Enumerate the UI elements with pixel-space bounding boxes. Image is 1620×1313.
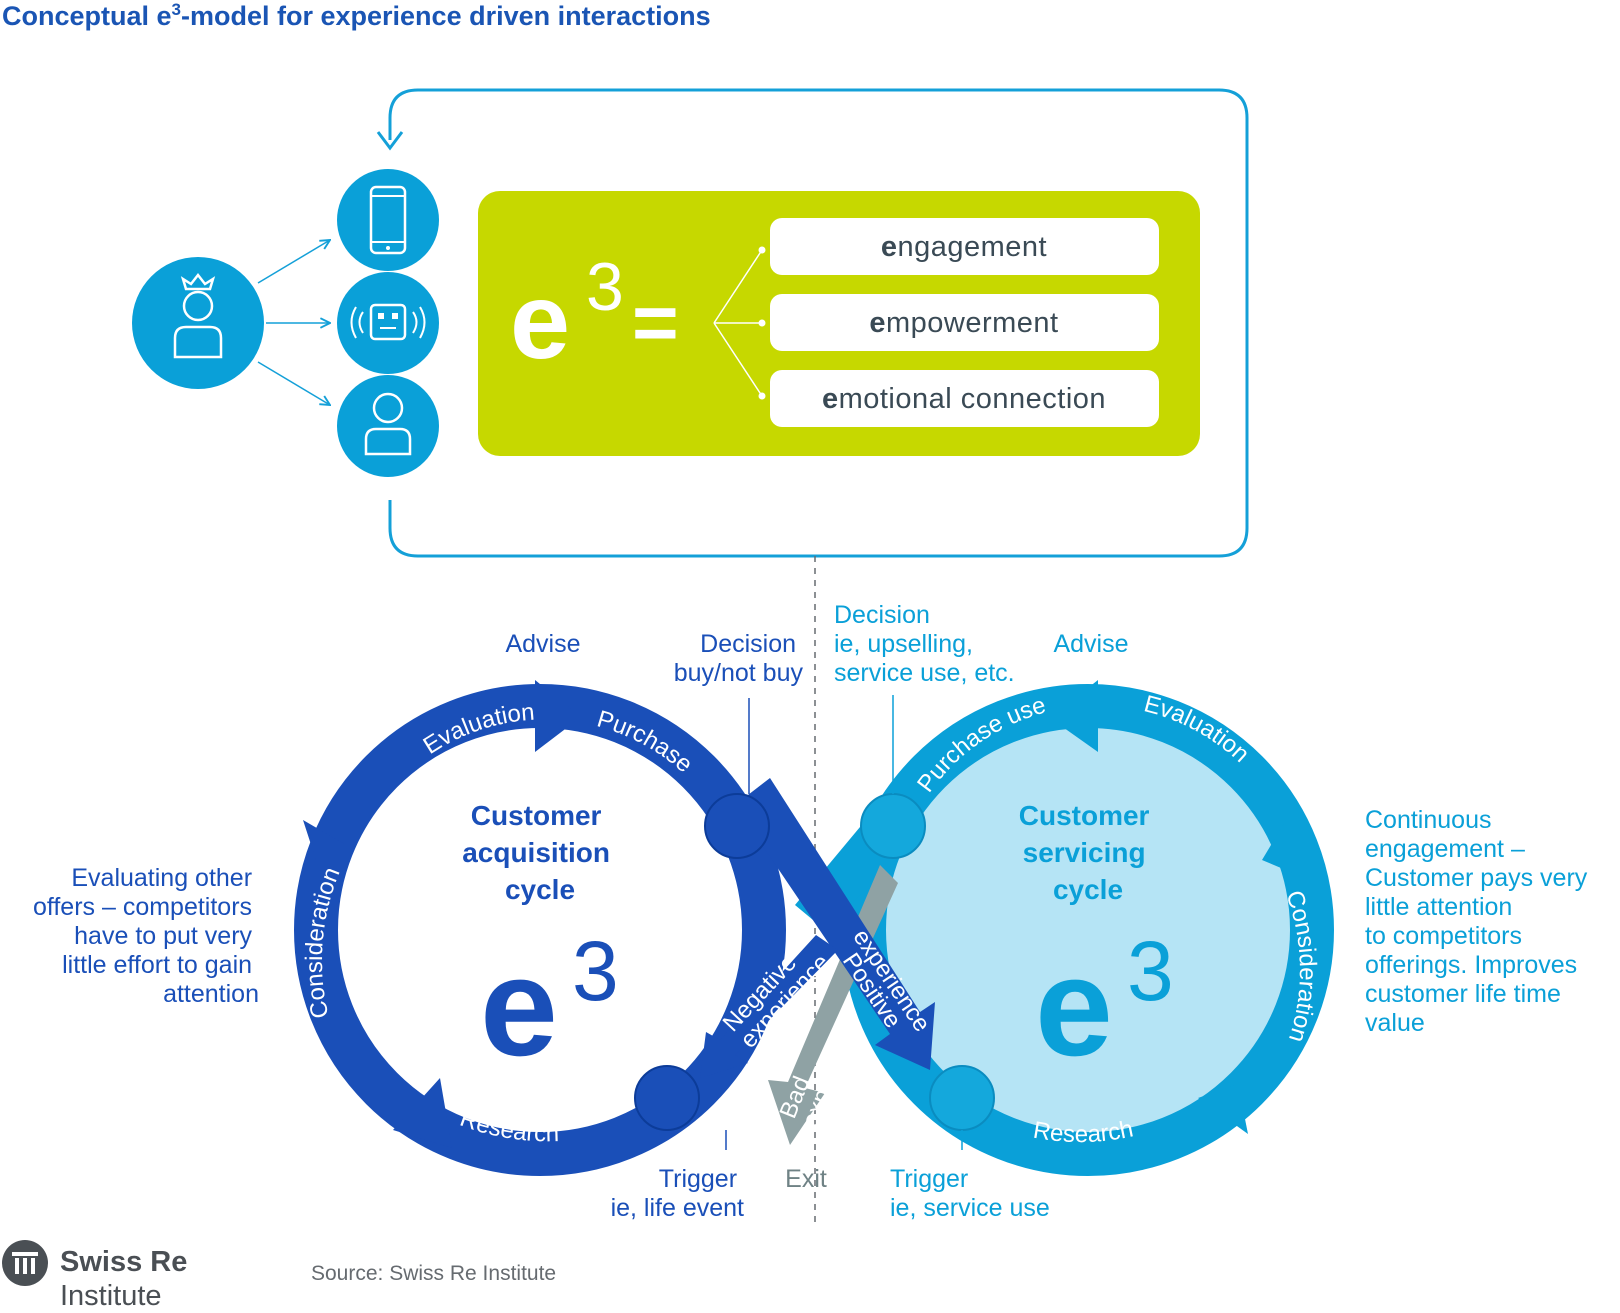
connector-to-smartphone bbox=[257, 240, 330, 284]
king-customer-icon bbox=[132, 257, 264, 389]
brand-subtitle: Institute bbox=[60, 1280, 162, 1312]
e3-box-equals: = bbox=[632, 278, 679, 367]
feedback-loop-frame bbox=[388, 88, 1249, 558]
acquisition-cycle-title: Customer acquisition cycle bbox=[462, 800, 618, 905]
swiss-re-logo-icon bbox=[2, 1240, 48, 1286]
acquisition-note: Evaluating other offers – competitors ha… bbox=[33, 864, 259, 1008]
servicing-e3-exponent: 3 bbox=[1127, 924, 1174, 1018]
pill-emotional-connection-label: emotional connection bbox=[822, 383, 1106, 415]
servicing-advise-label: Advise bbox=[1053, 630, 1128, 658]
pill-engagement-label: engagement bbox=[881, 231, 1047, 263]
servicing-trigger-label: Trigger ie, service use bbox=[890, 1165, 1050, 1222]
trigger-node-servicing bbox=[929, 1065, 995, 1131]
servicing-note: Continuous engagement – Customer pays ve… bbox=[1365, 806, 1594, 1037]
feedback-arrow-head bbox=[376, 131, 404, 151]
person-agent-icon bbox=[337, 375, 439, 477]
node-pointer-lines bbox=[725, 698, 750, 1150]
pill-empowerment bbox=[770, 294, 1159, 351]
e3-box-exponent: 3 bbox=[586, 249, 624, 325]
positive-experience-arrow bbox=[735, 778, 935, 1070]
connector-to-agent bbox=[257, 361, 330, 405]
acquisition-advise-label: Advise bbox=[505, 630, 580, 658]
source-note: Source: Swiss Re Institute bbox=[311, 1262, 557, 1285]
e3-branch-lines bbox=[713, 249, 763, 397]
acquisition-decision-label: Decision buy/not buy bbox=[674, 630, 804, 687]
servicing-e3-symbol: e bbox=[1035, 928, 1113, 1085]
robot-advisor-icon bbox=[337, 272, 439, 374]
negative-experience-arrow bbox=[700, 935, 838, 1078]
acquisition-e3-exponent: 3 bbox=[572, 924, 619, 1018]
exit-label: Exit bbox=[785, 1165, 827, 1193]
pill-emotional-connection bbox=[770, 370, 1159, 427]
servicing-cycle-title: Customer servicing cycle bbox=[1019, 800, 1157, 905]
trigger-node-acquisition bbox=[634, 1065, 700, 1131]
e3-box-symbol: e bbox=[510, 260, 570, 381]
brand-name: Swiss Re bbox=[60, 1246, 188, 1278]
smartphone-icon bbox=[337, 169, 439, 271]
page-title: Conceptual e3-model for experience drive… bbox=[2, 0, 711, 31]
pill-empowerment-label: empowerment bbox=[869, 307, 1058, 339]
servicing-cycle-fill bbox=[883, 725, 1293, 1135]
acquisition-cycle-fill bbox=[335, 725, 745, 1135]
decision-node-servicing bbox=[860, 793, 926, 859]
acquisition-e3-symbol: e bbox=[480, 928, 558, 1085]
acquisition-ring-arrowheads bbox=[303, 680, 581, 1148]
decision-node-acquisition bbox=[704, 793, 770, 859]
pill-engagement bbox=[770, 218, 1159, 275]
servicing-decision-label: Decision ie, upselling, service use, etc… bbox=[834, 601, 1015, 687]
servicing-ring-arrowheads bbox=[1050, 680, 1300, 1134]
acquisition-trigger-label: Trigger ie, life event bbox=[611, 1165, 744, 1222]
